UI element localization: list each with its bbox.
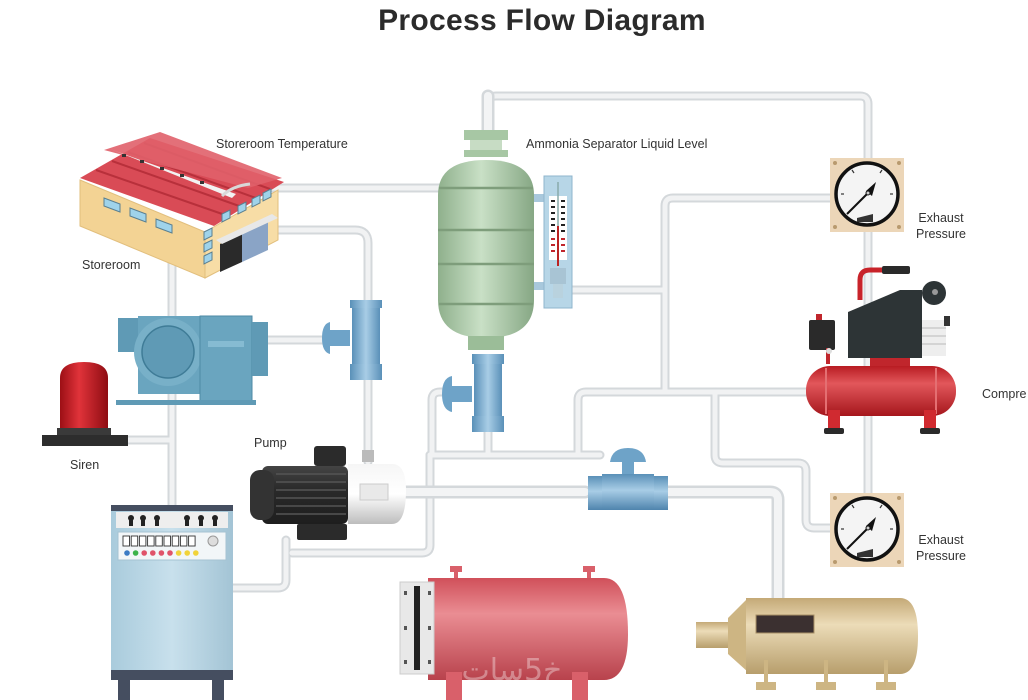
indicator-light: [158, 550, 165, 556]
pipe-to-compressor: [573, 387, 813, 460]
cabinet-switch[interactable]: [171, 535, 180, 547]
pump[interactable]: [250, 446, 406, 540]
control-cabinet[interactable]: [111, 505, 233, 700]
red-storage-tank[interactable]: [399, 566, 628, 700]
label-exhaust-pressure-top: Exhaust Pressure: [912, 210, 970, 242]
label-storeroom-temperature: Storeroom Temperature: [216, 137, 348, 151]
cabinet-switch[interactable]: [188, 535, 196, 547]
blower-unit[interactable]: [116, 315, 268, 405]
label-compressor: Compre: [982, 387, 1027, 401]
cabinet-switch[interactable]: [179, 535, 188, 547]
gate-valve-upper[interactable]: [322, 300, 382, 380]
cabinet-switch[interactable]: [163, 535, 171, 547]
indicator-light: [193, 550, 199, 556]
liquid-level-gauge[interactable]: [534, 175, 573, 309]
label-storeroom: Storeroom: [82, 258, 141, 272]
indicator-light: [184, 550, 190, 556]
gate-valve-lower[interactable]: [442, 354, 504, 432]
cabinet-switch[interactable]: [122, 535, 130, 547]
indicator-light: [175, 550, 182, 556]
pipe-to-top-gauge: [660, 193, 837, 397]
pipe-storeroom-valve: [267, 225, 373, 305]
exhaust-pressure-gauge-top[interactable]: [830, 158, 904, 232]
cabinet-switch[interactable]: [130, 535, 139, 547]
air-compressor[interactable]: [806, 266, 956, 434]
label-exhaust-pressure-bottom-line1: Exhaust: [918, 533, 964, 547]
watermark: خ5سات: [462, 653, 564, 688]
label-siren: Siren: [70, 458, 100, 472]
label-exhaust-pressure-bottom-line2: Pressure: [915, 549, 967, 563]
cabinet-switches: [122, 535, 196, 547]
cabinet-switch[interactable]: [147, 535, 155, 547]
indicator-light: [132, 550, 139, 556]
indicator-light: [167, 550, 173, 556]
pipe-cabinet-return: [227, 535, 291, 593]
beige-exhaust-tank[interactable]: [696, 598, 918, 690]
indicator-light: [141, 550, 147, 556]
label-pump: Pump: [254, 436, 287, 450]
page-title: Process Flow Diagram: [378, 4, 706, 37]
label-exhaust-pressure-top-line1: Exhaust: [918, 211, 964, 225]
cabinet-switch[interactable]: [138, 535, 147, 547]
globe-valve-main-line[interactable]: [588, 448, 668, 510]
label-exhaust-pressure-top-line2: Pressure: [915, 227, 967, 241]
siren[interactable]: [42, 362, 128, 446]
exhaust-pressure-gauge-bottom[interactable]: [830, 493, 904, 567]
storeroom-building[interactable]: [79, 132, 284, 279]
indicator-light: [124, 550, 130, 556]
indicator-light: [150, 550, 156, 556]
cabinet-indicator-lights: [124, 550, 199, 556]
label-exhaust-pressure-bottom: Exhaust Pressure: [912, 532, 970, 564]
cabinet-switch[interactable]: [155, 535, 163, 547]
cabinet-knobs: [128, 515, 218, 526]
pipe-network: [117, 89, 873, 607]
label-ammonia-separator-liquid-level: Ammonia Separator Liquid Level: [526, 137, 708, 151]
ammonia-separator[interactable]: [438, 130, 534, 350]
